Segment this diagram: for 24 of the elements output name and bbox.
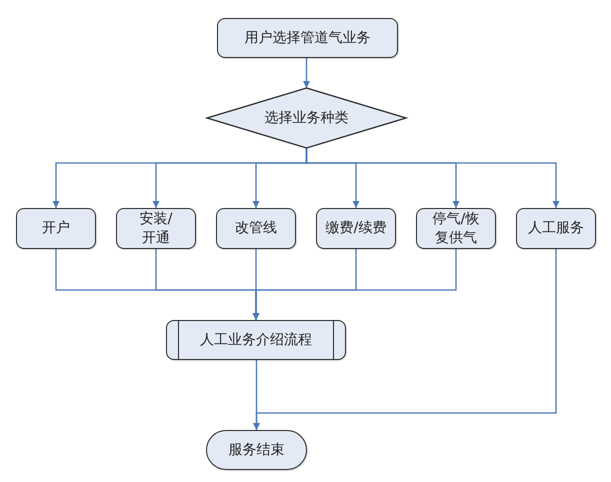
process-box — [217, 18, 398, 58]
node-label: 人工业务介绍流程 — [200, 330, 312, 350]
arrow — [252, 249, 457, 320]
process-box — [216, 208, 296, 249]
node-label: 人工服务 — [528, 219, 584, 238]
node-label: 停气/恢复供气 — [432, 210, 480, 248]
arrow — [306, 148, 560, 208]
node-label: 用户选择管道气业务 — [244, 28, 370, 48]
process-box — [316, 208, 396, 249]
terminal-box — [206, 430, 307, 470]
process-box — [16, 208, 96, 249]
decision-diamond — [207, 88, 406, 148]
node-label: 服务结束 — [228, 440, 284, 460]
node-label: 安装/开通 — [138, 210, 174, 248]
node-label: 选择业务种类 — [264, 108, 348, 128]
node-label: 改管线 — [235, 219, 277, 238]
process-box — [516, 208, 596, 249]
process-box — [116, 208, 196, 249]
predefined-process-box — [166, 320, 346, 360]
node-label: 缴费/续费 — [326, 219, 386, 238]
node-label: 开户 — [42, 219, 70, 238]
process-box — [416, 208, 496, 249]
arrow — [303, 58, 310, 88]
arrow — [253, 249, 557, 430]
